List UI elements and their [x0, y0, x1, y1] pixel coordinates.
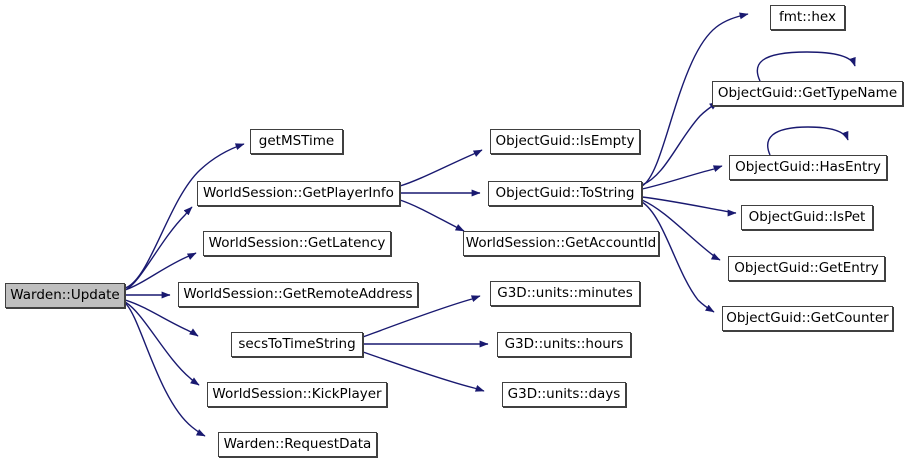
graph-node-getmstime[interactable]: getMSTime: [250, 129, 343, 154]
graph-node-warden_update[interactable]: Warden::Update: [5, 283, 125, 308]
graph-node-label: secsToTimeString: [238, 335, 356, 352]
graph-node-label: ObjectGuid::GetTypeName: [717, 84, 898, 101]
call-edge-to_string-to-get_type_name: [641, 101, 719, 186]
graph-node-label: ObjectGuid::GetEntry: [734, 259, 879, 276]
call-edge-get_player_info-to-is_empty: [399, 149, 483, 187]
call-edge-warden_update-to-getmstime: [124, 143, 245, 289]
graph-node-label: G3D::units::minutes: [497, 284, 633, 301]
graph-node-get_account_id[interactable]: WorldSession::GetAccountId: [463, 231, 659, 256]
graph-node-label: Warden::Update: [10, 286, 120, 303]
graph-node-label: Warden::RequestData: [223, 435, 372, 452]
graph-node-label: ObjectGuid::IsPet: [748, 208, 866, 225]
graph-node-units_hours[interactable]: G3D::units::hours: [497, 332, 631, 357]
graph-node-is_pet[interactable]: ObjectGuid::IsPet: [741, 205, 873, 230]
graph-node-label: G3D::units::days: [507, 385, 621, 402]
graph-node-label: fmt::hex: [779, 8, 836, 25]
graph-node-units_days[interactable]: G3D::units::days: [502, 382, 626, 407]
graph-node-label: ObjectGuid::HasEntry: [735, 158, 881, 175]
graph-node-get_remote_address[interactable]: WorldSession::GetRemoteAddress: [178, 282, 418, 307]
graph-node-get_player_info[interactable]: WorldSession::GetPlayerInfo: [197, 181, 400, 206]
graph-node-label: WorldSession::GetRemoteAddress: [183, 285, 413, 302]
graph-node-label: WorldSession::GetAccountId: [465, 234, 657, 251]
graph-node-label: WorldSession::GetLatency: [208, 234, 386, 251]
graph-node-get_entry[interactable]: ObjectGuid::GetEntry: [728, 256, 885, 281]
graph-node-to_string[interactable]: ObjectGuid::ToString: [488, 181, 642, 206]
call-edge-get_type_name-to-get_type_name: [756, 51, 856, 82]
graph-node-get_latency[interactable]: WorldSession::GetLatency: [203, 231, 391, 256]
call-edge-has_entry-to-has_entry: [767, 126, 849, 156]
graph-node-label: getMSTime: [258, 132, 335, 149]
graph-node-has_entry[interactable]: ObjectGuid::HasEntry: [729, 155, 887, 180]
graph-node-secs_to_time_string[interactable]: secsToTimeString: [231, 332, 363, 357]
graph-node-fmt_hex[interactable]: fmt::hex: [770, 5, 845, 30]
call-edge-warden_update-to-get_player_info: [124, 206, 193, 291]
graph-node-kick_player[interactable]: WorldSession::KickPlayer: [207, 382, 387, 407]
graph-node-label: ObjectGuid::ToString: [495, 184, 635, 201]
graph-node-units_minutes[interactable]: G3D::units::minutes: [490, 281, 640, 306]
graph-node-label: WorldSession::KickPlayer: [212, 385, 382, 402]
graph-node-label: ObjectGuid::IsEmpty: [495, 132, 635, 149]
graph-node-label: G3D::units::hours: [504, 335, 624, 352]
graph-node-label: WorldSession::GetPlayerInfo: [203, 184, 394, 201]
call-edge-to_string-to-has_entry: [641, 165, 723, 190]
call-edge-to_string-to-get_counter: [641, 201, 715, 313]
graph-node-request_data[interactable]: Warden::RequestData: [218, 432, 377, 457]
graph-node-get_counter[interactable]: ObjectGuid::GetCounter: [722, 306, 893, 331]
call-edge-get_player_info-to-get_account_id: [399, 199, 465, 232]
call-edge-to_string-to-is_pet: [641, 196, 737, 217]
graph-node-is_empty[interactable]: ObjectGuid::IsEmpty: [490, 129, 640, 154]
call-edge-warden_update-to-request_data: [124, 302, 206, 437]
graph-node-label: ObjectGuid::GetCounter: [726, 309, 889, 326]
graph-node-get_type_name[interactable]: ObjectGuid::GetTypeName: [712, 81, 903, 106]
call-edge-warden_update-to-kick_player: [124, 301, 200, 386]
